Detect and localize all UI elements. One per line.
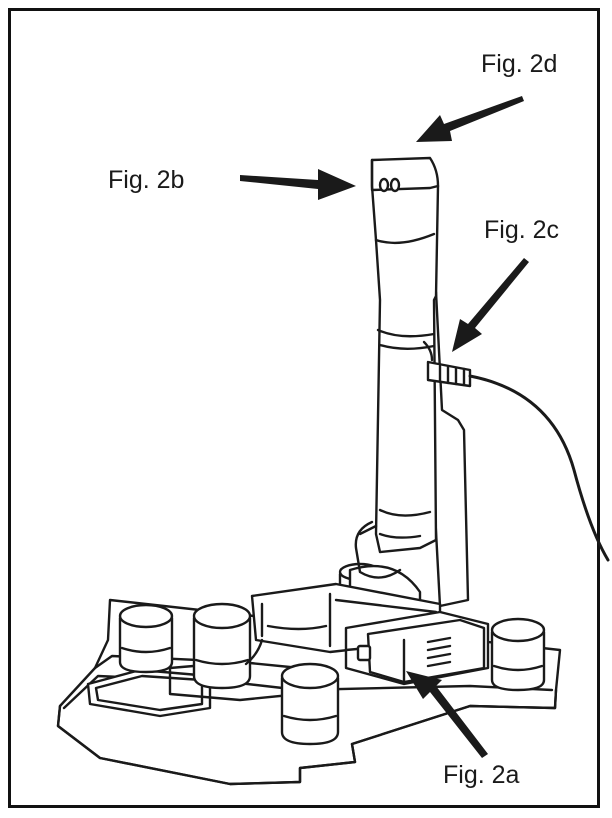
port-left-icon (378, 177, 390, 193)
handheld-wand (354, 156, 440, 579)
battery-pack (344, 610, 490, 686)
cradle (244, 564, 442, 666)
label-fig-2b: Fig. 2b (108, 166, 185, 194)
arrow-fig-2c-icon (452, 258, 529, 352)
label-fig-2a: Fig. 2a (443, 761, 520, 789)
arrow-fig-2d-icon (416, 96, 524, 142)
cable (468, 374, 610, 562)
peg-left-middle (192, 602, 252, 690)
arrow-fig-2b-icon (240, 169, 356, 200)
peg-right (490, 617, 546, 692)
label-fig-2c: Fig. 2c (484, 216, 560, 244)
peg-left (118, 603, 174, 674)
peg-center-front (280, 662, 340, 746)
arrow-fig-2a-icon (406, 671, 488, 758)
cable-connector (426, 360, 472, 388)
port-right-icon (389, 177, 401, 193)
label-fig-2d: Fig. 2d (481, 50, 558, 78)
